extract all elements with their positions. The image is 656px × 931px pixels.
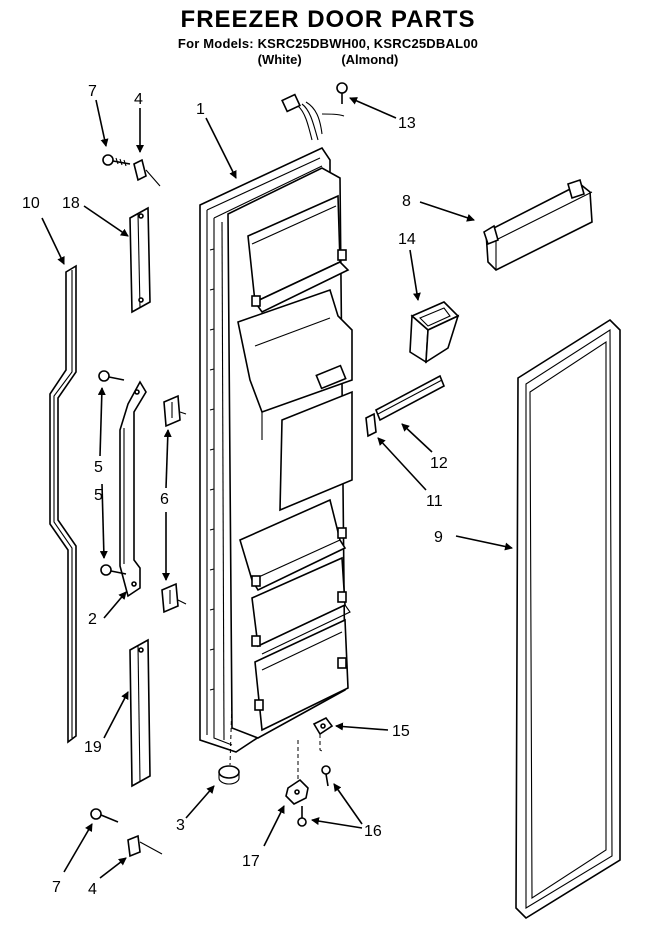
lower-handle-part (129, 638, 151, 788)
door-gasket-part (515, 318, 621, 920)
trim-strip-part (365, 374, 446, 438)
callout-10: 10 (22, 195, 40, 212)
color-almond-label: (Almond) (341, 52, 399, 67)
callout-15: 15 (392, 723, 410, 740)
callout-2: 2 (88, 611, 97, 628)
freezer-door-part (199, 146, 353, 766)
callout-3: 3 (176, 817, 185, 834)
screw-part-5-top (98, 370, 125, 382)
color-line: (White) (Almond) (0, 52, 656, 67)
door-rack-part (483, 178, 593, 271)
leader-lines (41, 97, 513, 879)
handle-clip-part-6-top (163, 394, 187, 428)
hinge-bracket-part-15 (312, 716, 334, 753)
screw-part-7-top (102, 154, 131, 167)
callout-12: 12 (430, 455, 448, 472)
ice-chute-part (409, 301, 460, 364)
screw-part-7-bottom (90, 808, 119, 823)
callout-4-top: 4 (134, 91, 143, 108)
callout-14: 14 (398, 231, 416, 248)
callout-6-top: 6 (160, 491, 169, 508)
models-line: For Models: KSRC25DBWH00, KSRC25DBAL00 (177, 36, 479, 51)
diagram-title: FREEZER DOOR PARTS (180, 6, 476, 33)
door-edge-ridges (209, 248, 215, 691)
callout-4-bottom: 4 (88, 881, 97, 898)
door-handle-part (119, 380, 147, 598)
callout-13: 13 (398, 115, 416, 132)
screw-part-5-bottom (100, 564, 127, 576)
wire-harness-part (281, 82, 348, 141)
callout-16-top: 16 (364, 823, 382, 840)
callout-9: 9 (434, 529, 443, 546)
callout-labels: 1 2 3 4 4 5 5 6 6 7 7 8 9 10 11 12 13 14… (22, 83, 448, 898)
screw-part-16-top (321, 765, 331, 787)
clip-part-4-top (133, 158, 161, 187)
callout-17: 17 (242, 853, 260, 870)
color-white-label: (White) (257, 52, 302, 67)
hinge-bushing-part (218, 765, 240, 785)
upper-handle-part (129, 206, 151, 314)
callout-7-top: 7 (88, 83, 97, 100)
callout-5-bottom: 5 (94, 487, 103, 504)
clip-part-4-bottom (127, 834, 163, 858)
callout-11: 11 (426, 493, 443, 510)
handle-trim-part (49, 264, 77, 744)
hinge-bracket-part-17 (285, 740, 309, 805)
callout-7-bottom: 7 (52, 879, 61, 896)
handle-clip-part-6-bottom (161, 582, 187, 614)
callout-5-top: 5 (94, 459, 103, 476)
screw-part-16-bottom (297, 806, 307, 827)
callout-19: 19 (84, 739, 102, 756)
callout-1: 1 (196, 101, 205, 118)
callout-18: 18 (62, 195, 80, 212)
callout-8: 8 (402, 193, 411, 210)
